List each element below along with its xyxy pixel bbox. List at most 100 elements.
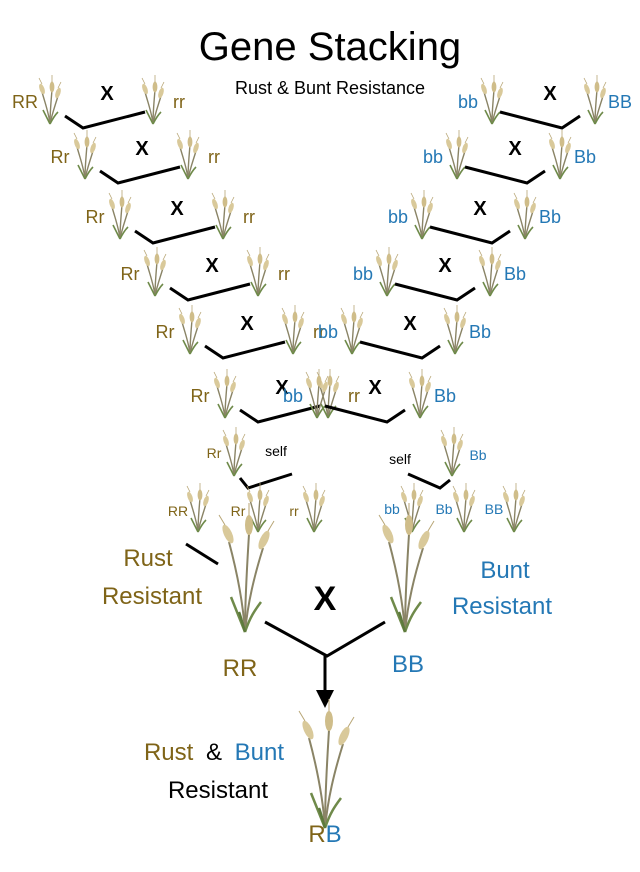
final-genotype-b: B bbox=[326, 821, 342, 848]
wheat-plant-icon bbox=[409, 189, 435, 240]
wheat-plant-icon bbox=[439, 426, 465, 477]
wheat-plant-icon bbox=[142, 246, 168, 297]
cross-symbol: X bbox=[135, 138, 149, 160]
rust-resistant-label-line2: Resistant bbox=[102, 583, 202, 610]
final-label-bunt: Bunt bbox=[235, 739, 285, 766]
rust-cross-4: Rr rr X bbox=[121, 246, 290, 302]
wheat-plant-icon bbox=[304, 368, 330, 419]
parent-b-genotype: rr bbox=[313, 322, 325, 342]
cross-line bbox=[99, 165, 181, 185]
rust-cross-2: Rr rr X bbox=[51, 129, 220, 185]
parent-b-genotype: rr bbox=[173, 92, 185, 112]
wheat-plant-icon bbox=[72, 129, 98, 180]
wheat-plant-icon bbox=[377, 501, 436, 634]
cross-symbol: X bbox=[170, 198, 184, 220]
parent-a-genotype: Rr bbox=[86, 207, 105, 227]
final-label-amp: & bbox=[206, 739, 222, 766]
rust-result-genotype: RR bbox=[223, 655, 258, 682]
cross-symbol: X bbox=[403, 313, 417, 335]
parent-a-genotype: bb bbox=[388, 207, 408, 227]
parent-b-genotype: Bb bbox=[574, 147, 596, 167]
self-label: self bbox=[265, 443, 287, 459]
final-label-rust: Rust bbox=[144, 739, 194, 766]
wheat-plant-icon bbox=[547, 129, 573, 180]
wheat-plant-icon bbox=[339, 304, 365, 355]
cross-line bbox=[464, 165, 546, 185]
wheat-plant-icon bbox=[212, 368, 238, 419]
wheat-plant-icon bbox=[479, 74, 505, 125]
bunt-cross-3: bb Bb X bbox=[388, 189, 561, 245]
final-genotype-r: R bbox=[308, 821, 325, 848]
page-subtitle: Rust & Bunt Resistance bbox=[235, 78, 425, 98]
bunt-cross-5: bb Bb X bbox=[318, 304, 491, 360]
cross-line bbox=[394, 282, 476, 302]
parent-a-genotype: bb bbox=[423, 147, 443, 167]
progeny-genotype: Rr bbox=[231, 503, 246, 519]
cross-line bbox=[264, 620, 386, 658]
parent-a-genotype: bb bbox=[353, 264, 373, 284]
cross-symbol: X bbox=[100, 83, 114, 105]
cross-line bbox=[407, 472, 451, 490]
wheat-plant-icon bbox=[501, 482, 527, 533]
cross-symbol: X bbox=[240, 313, 254, 335]
final-label-line1: Rust & Bunt bbox=[144, 739, 284, 766]
cross-line bbox=[324, 404, 406, 424]
parent-a-genotype: Rr bbox=[121, 264, 140, 284]
wheat-plant-icon bbox=[512, 189, 538, 240]
parent-a-genotype: RR bbox=[12, 92, 38, 112]
progeny-genotype: rr bbox=[289, 503, 299, 519]
parent-a-genotype: Rr bbox=[51, 147, 70, 167]
parent-b-genotype: Bb bbox=[434, 386, 456, 406]
wheat-plant-icon bbox=[217, 501, 276, 634]
bunt-cross-4: bb Bb X bbox=[353, 246, 526, 302]
wheat-plant-icon bbox=[451, 482, 477, 533]
parent-b-genotype: Bb bbox=[539, 207, 561, 227]
wheat-plant-icon bbox=[245, 246, 271, 297]
cross-symbol: X bbox=[314, 580, 337, 618]
cross-symbol: X bbox=[368, 377, 382, 399]
cross-symbol: X bbox=[205, 255, 219, 277]
bunt-resistant-label-line2: Resistant bbox=[452, 593, 552, 620]
parent-b-genotype: BB bbox=[608, 92, 632, 112]
wheat-plant-icon bbox=[407, 368, 433, 419]
wheat-plant-icon bbox=[444, 129, 470, 180]
parent-b-genotype: Bb bbox=[469, 322, 491, 342]
wheat-plant-icon bbox=[210, 189, 236, 240]
parent-a-genotype: bb bbox=[318, 322, 338, 342]
progeny-genotype: BB bbox=[485, 501, 504, 517]
cross-symbol: X bbox=[473, 198, 487, 220]
rust-cross-1: RR rr X bbox=[12, 74, 185, 130]
cross-line bbox=[204, 340, 286, 360]
progeny-genotype: Bb bbox=[435, 501, 452, 517]
parent-b-genotype: rr bbox=[208, 147, 220, 167]
cross-line bbox=[169, 282, 251, 302]
final-cross: Rust Resistant Bunt Resistant X RR BB Ru… bbox=[102, 501, 552, 848]
parent-a-genotype: Rr bbox=[191, 386, 210, 406]
wheat-plant-icon bbox=[175, 129, 201, 180]
wheat-plant-icon bbox=[442, 304, 468, 355]
page-title: Gene Stacking bbox=[199, 25, 461, 69]
self-parent-genotype: Bb bbox=[469, 447, 486, 463]
wheat-plant-icon bbox=[177, 304, 203, 355]
parent-a-genotype: bb bbox=[458, 92, 478, 112]
parent-b-genotype: rr bbox=[348, 386, 360, 406]
final-label-line2: Resistant bbox=[168, 777, 268, 804]
parent-b-genotype: Bb bbox=[504, 264, 526, 284]
parent-b-genotype: rr bbox=[278, 264, 290, 284]
wheat-plant-icon bbox=[280, 304, 306, 355]
connector-line bbox=[185, 542, 219, 566]
cross-line bbox=[64, 110, 146, 130]
cross-symbol: X bbox=[438, 255, 452, 277]
final-genotype: RB bbox=[308, 821, 341, 848]
wheat-plant-icon bbox=[140, 74, 166, 125]
wheat-plant-icon bbox=[477, 246, 503, 297]
cross-symbol: X bbox=[508, 138, 522, 160]
